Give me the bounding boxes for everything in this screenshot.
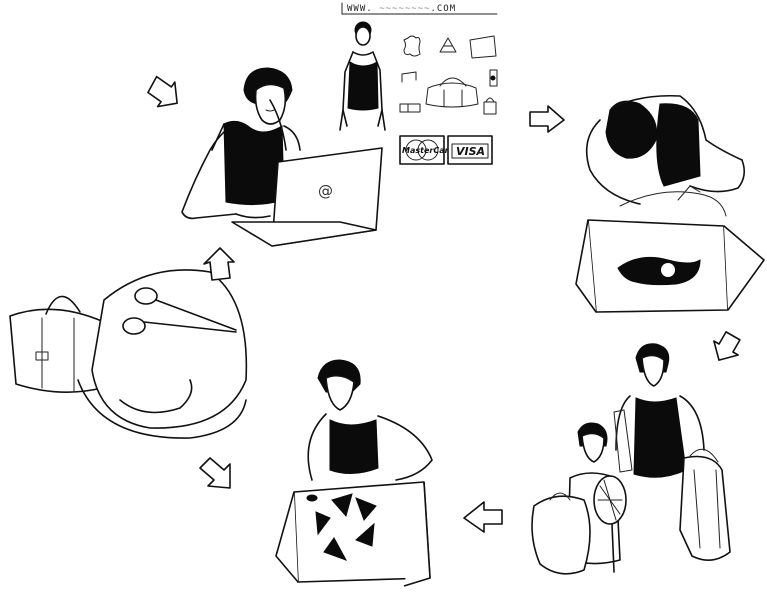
pouch-icon bbox=[470, 36, 496, 58]
shop-url-scribble: ~~~~~~~~ bbox=[379, 4, 430, 14]
lock-icon bbox=[484, 98, 496, 114]
clasp-icon bbox=[402, 72, 416, 82]
arrow-to-bags-icon bbox=[707, 329, 745, 367]
duffel-bag-thumb-icon bbox=[426, 78, 478, 107]
strap-icon bbox=[400, 104, 420, 112]
shop-url: WWW. bbox=[347, 4, 379, 14]
laptop-at-symbol: @ bbox=[318, 182, 333, 200]
bag-icon bbox=[680, 449, 730, 560]
online-shop-panel: WWW. ~~~~~~~~.COM bbox=[340, 3, 497, 164]
remaking-bag-scene bbox=[10, 270, 246, 438]
visa-logo: VISA bbox=[448, 136, 492, 164]
recycling-scene bbox=[276, 360, 432, 586]
shipping-box-icon bbox=[576, 220, 764, 312]
small-recycle-icon bbox=[440, 38, 456, 52]
arrow-to-recycling-icon bbox=[464, 502, 502, 532]
svg-text:VISA: VISA bbox=[456, 145, 485, 158]
recycle-icon bbox=[276, 482, 430, 586]
mastercard-logo: MasterCard bbox=[400, 136, 455, 164]
tag-icon bbox=[490, 70, 497, 86]
model-figure bbox=[340, 22, 385, 130]
shop-url-suffix: .COM bbox=[430, 4, 456, 14]
using-bag-scene bbox=[532, 344, 730, 574]
arrow-to-remaking-icon bbox=[200, 458, 230, 488]
leather-hide-icon bbox=[404, 36, 420, 56]
packing-scene bbox=[576, 96, 764, 312]
arrow-to-packing-icon bbox=[530, 106, 564, 132]
tennis-racket-icon bbox=[594, 476, 626, 572]
arrow-to-laptop-icon bbox=[143, 72, 186, 115]
svg-text:MasterCard: MasterCard bbox=[402, 146, 455, 155]
svg-text:WWW. ~~~~~~~~.COM: WWW. ~~~~~~~~.COM bbox=[347, 4, 456, 14]
